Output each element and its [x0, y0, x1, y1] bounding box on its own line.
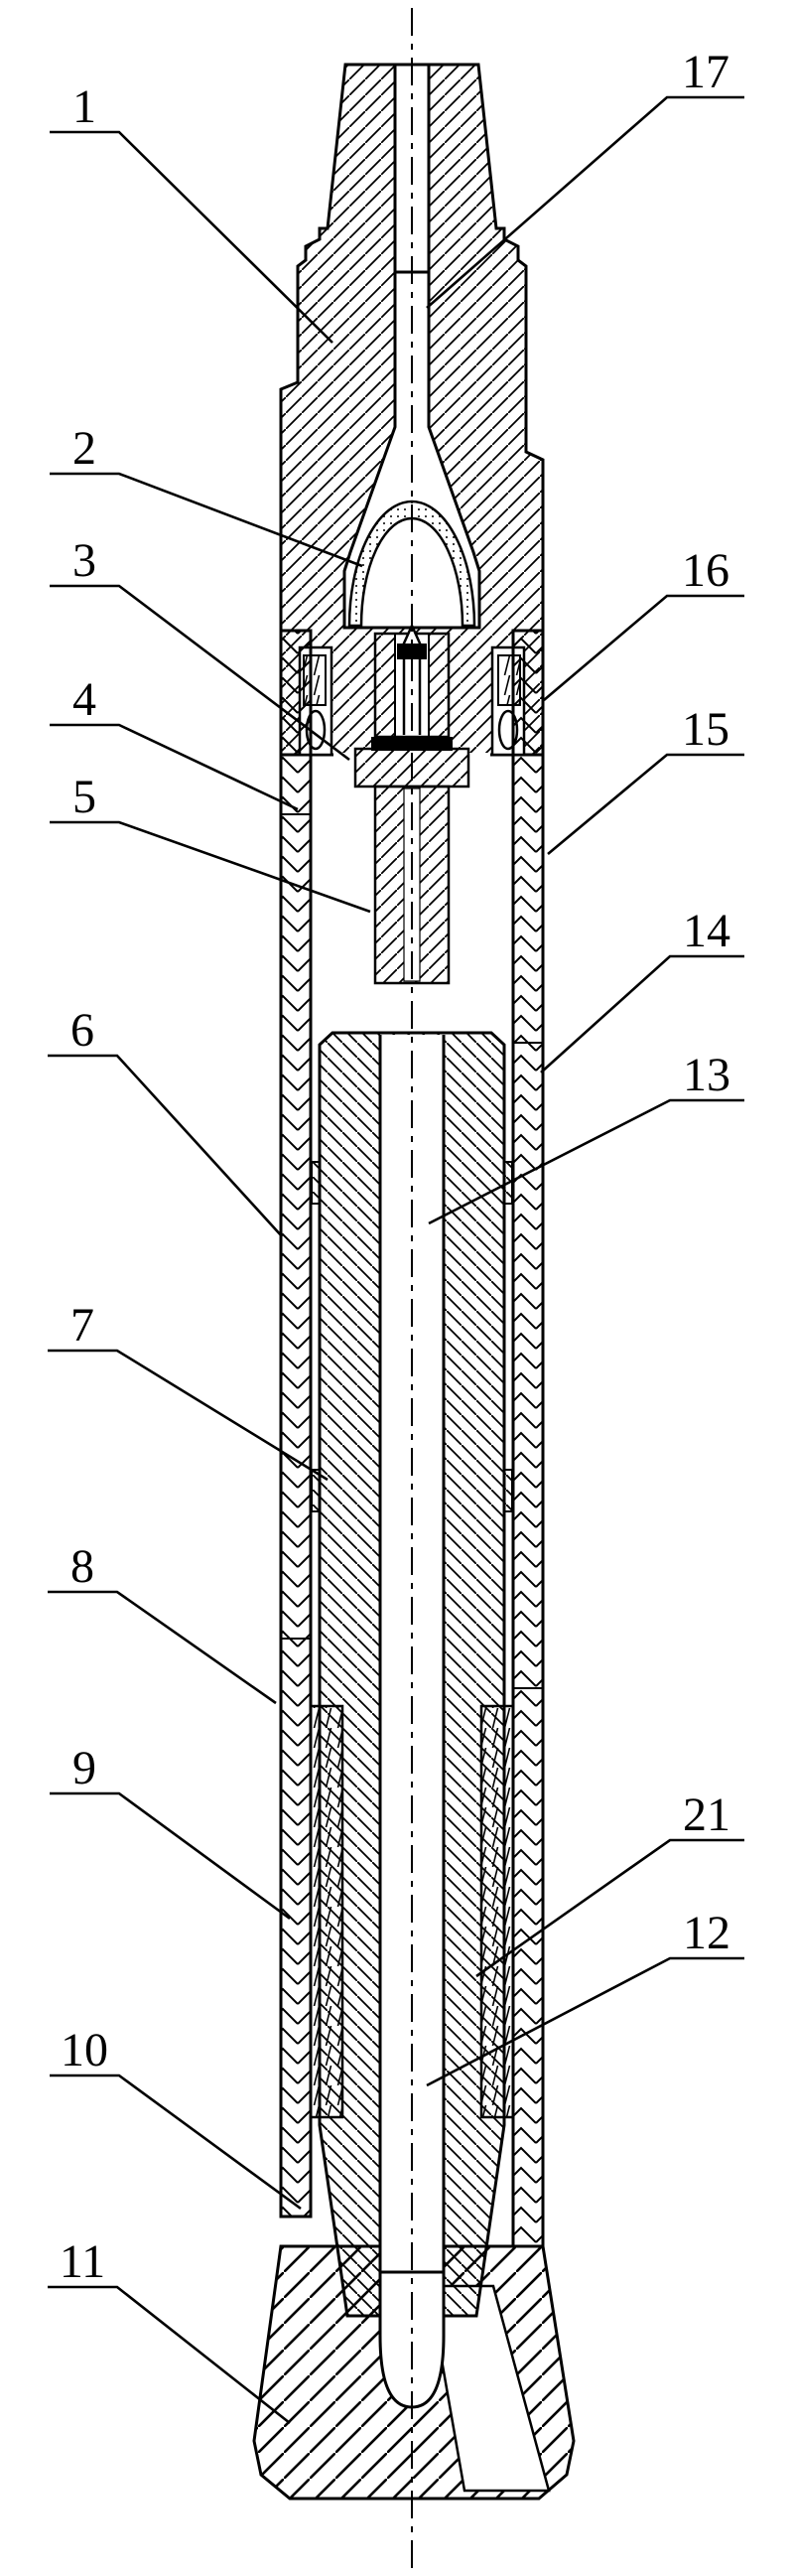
callout-leader-21	[475, 1838, 744, 1978]
callout-number-11: 11	[60, 2235, 105, 2288]
callout-leader-12	[426, 1956, 744, 2087]
dome-valve-element	[347, 500, 476, 628]
callout-leader-4	[50, 723, 299, 811]
callout-number-14: 14	[683, 905, 730, 957]
callout-number-15: 15	[682, 703, 729, 756]
callout-leader-8	[48, 1590, 277, 1705]
callout-number-9: 9	[72, 1742, 96, 1794]
callout-number-8: 8	[70, 1540, 94, 1593]
callout-number-6: 6	[70, 1004, 94, 1057]
callout-leader-15	[547, 753, 744, 855]
callout-number-1: 1	[72, 80, 96, 133]
valve-upper-seal	[397, 644, 427, 659]
valve-cylinder-left-wall	[374, 633, 396, 738]
callout-leader-16	[543, 594, 744, 701]
callout-number-21: 21	[683, 1789, 730, 1841]
callout-number-5: 5	[72, 771, 96, 823]
callout-number-10: 10	[61, 2024, 108, 2076]
mandrel-lug	[311, 1469, 321, 1512]
mandrel-lug	[503, 1469, 513, 1512]
tool-cross-section	[252, 8, 576, 2570]
lower-sleeve-left	[309, 1704, 344, 2119]
callout-number-7: 7	[70, 1299, 94, 1352]
mandrel-lug	[311, 1161, 321, 1205]
outer-tube-left	[279, 629, 313, 2218]
callout-leader-2	[50, 472, 363, 568]
callout-number-12: 12	[683, 1907, 730, 1959]
callout-leader-10	[50, 2074, 302, 2211]
callout-leader-1	[50, 130, 333, 344]
callout-leader-6	[48, 1054, 283, 1237]
callout-number-3: 3	[72, 534, 96, 587]
callout-leader-11	[48, 2285, 291, 2425]
valve-cylinder-right-wall	[428, 633, 450, 738]
callout-number-2: 2	[72, 422, 96, 475]
callout-number-13: 13	[683, 1049, 730, 1101]
callout-number-17: 17	[682, 46, 729, 98]
callout-leader-13	[428, 1098, 744, 1225]
callout-number-4: 4	[72, 673, 96, 726]
callout-leader-5	[50, 820, 371, 914]
callout-number-16: 16	[682, 544, 729, 597]
callout-leader-3	[50, 584, 350, 762]
callout-leader-14	[540, 954, 744, 1073]
callout-leader-17	[426, 95, 744, 309]
outer-tube-right	[511, 629, 545, 2248]
callout-leader-7	[48, 1349, 329, 1482]
callout-leader-9	[50, 1791, 291, 1921]
